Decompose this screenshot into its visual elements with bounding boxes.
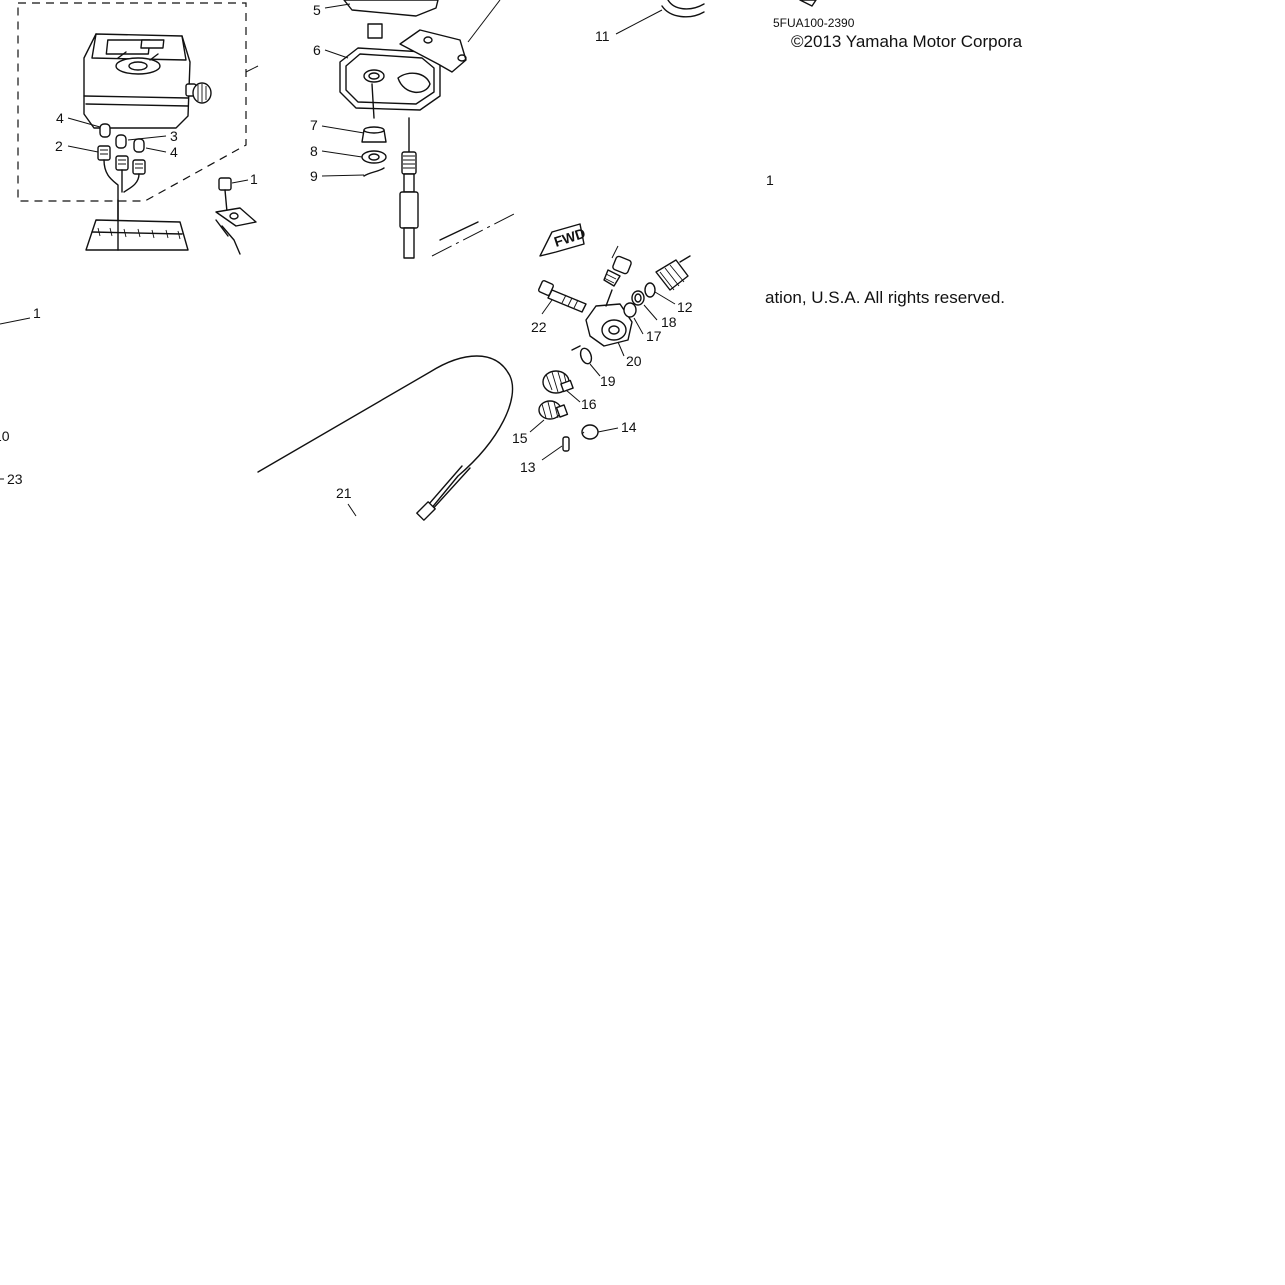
callout-1-left: 1 [33,305,41,321]
callout-21: 21 [336,485,352,501]
callout-4-upper: 4 [56,110,64,126]
callout-12: 12 [677,299,693,315]
callout-16: 16 [581,396,597,412]
callout-numbers: 5 6 7 8 9 4 2 3 4 1 1 10 23 11 1 12 18 1… [0,2,774,501]
copyright-line-2: ation, U.S.A. All rights reserved. [765,288,1005,307]
callout-3: 3 [170,128,178,144]
callout-6: 6 [313,42,321,58]
meter-lower-case [85,199,189,251]
callout-4-lower: 4 [170,144,178,160]
callout-8: 8 [310,143,318,159]
callout-leaders [0,3,676,517]
copyright-block: 5FUA100-2390 ©2013 Yamaha Motor Corpora … [765,16,1023,307]
callout-11: 11 [595,28,610,44]
meter-holder [339,0,501,119]
callout-20: 20 [626,353,642,369]
callout-5: 5 [313,2,321,18]
callout-22: 22 [531,319,547,335]
speedometer-meter [83,33,212,129]
callout-9: 9 [310,168,318,184]
callout-2: 2 [55,138,63,154]
drawing-code: 5FUA100-2390 [773,16,855,30]
callout-14: 14 [621,419,637,435]
callout-10: 10 [0,428,10,444]
callout-7: 7 [310,117,318,133]
copyright-line-1: ©2013 Yamaha Motor Corpora [791,32,1023,51]
speedometer-cable-upper [399,117,419,259]
callout-19: 19 [600,373,616,389]
meter-assembly-box [17,2,259,202]
holder-grommet-washer [361,126,387,177]
callout-15: 15 [512,430,528,446]
callout-18: 18 [661,314,677,330]
upper-right-cable [615,0,817,35]
routing-lines [257,213,515,521]
callout-17: 17 [646,328,662,344]
fwd-marker: FWD [539,223,587,257]
callout-1-top-right: 1 [766,172,774,188]
callout-13: 13 [520,459,536,475]
callout-1-bracket: 1 [250,171,258,187]
meter-bracket-bolt [215,177,257,255]
callout-23: 23 [7,471,23,487]
meter-bulbs [97,123,146,251]
gear-unit [538,245,691,452]
